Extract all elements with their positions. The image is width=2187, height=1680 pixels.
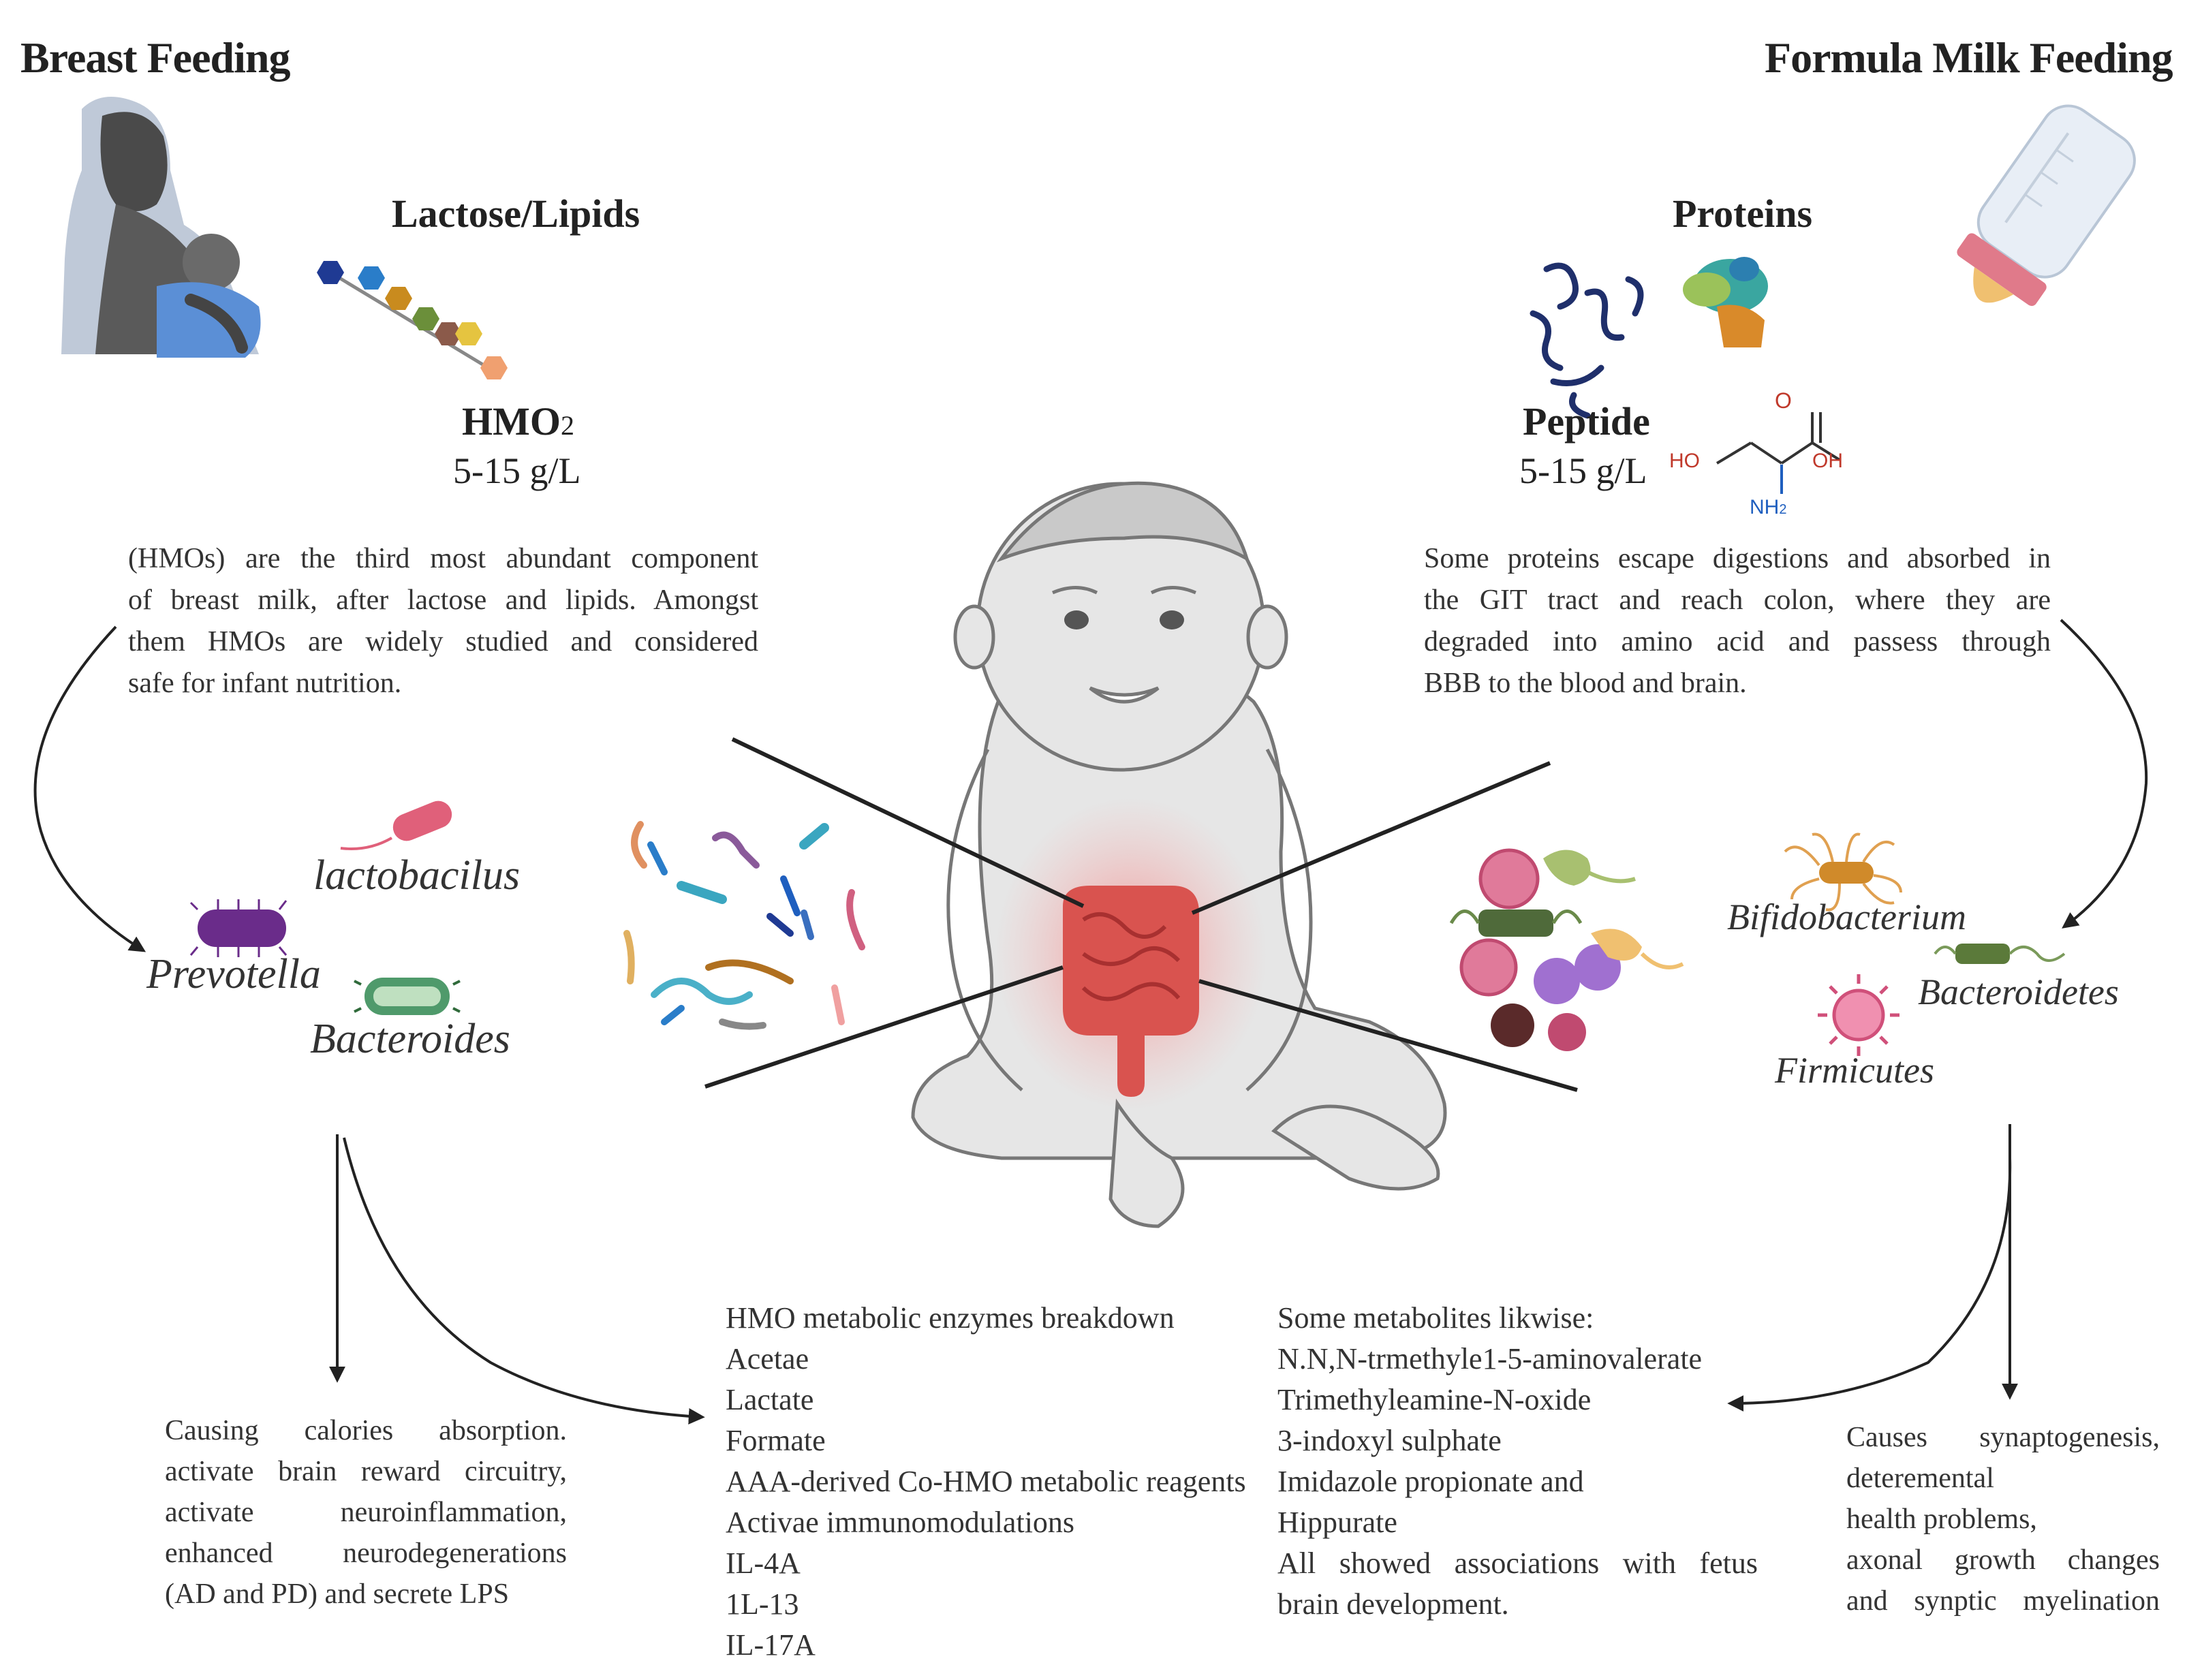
left-microbe-cluster-icon [623,821,865,1030]
peptide-icon [1530,262,1644,419]
hydroxyl-right-label: OH [1812,450,1843,472]
breastfeeding-effects: Causing calories absorption. activate br… [165,1415,567,1610]
hmo-label: HMO2 [462,399,574,444]
hmo-molecule-icon [317,261,508,379]
prevotella-label: Prevotella [146,951,321,997]
breast-feeding-title: Breast Feeding [20,33,290,82]
prevotella-icon [189,899,288,957]
bifidobacterium-icon [1784,833,1902,912]
lactobacilus-icon [340,800,452,850]
bacteroidetes-label: Bacteroidetes [1918,971,2119,1012]
hmo-metabolites-list: HMO metabolic enzymes breakdown Acetae L… [726,1301,1246,1662]
bacteroides-label: Bacteroides [310,1016,510,1062]
formula-feeding-effects: Causes synaptogenesis, deteremental heal… [1846,1422,2160,1617]
amino-acid-structure-icon [1716,412,1841,494]
breastfeeding-mother-icon [61,97,261,358]
protein-icon [1683,257,1768,347]
amine-label: NH2 [1750,496,1787,518]
protein-metabolites-list: Some metabolites likwise: N.N,N-trmethyl… [1277,1301,1758,1621]
firmicutes-icon [1818,974,1899,1056]
firmicutes-label: Firmicutes [1775,1050,1934,1091]
intestine-icon [995,797,1267,1110]
connector-lines [704,737,1578,1092]
bacteroidetes-icon [1934,944,2066,964]
hmo-concentration: 5-15 g/L [453,450,581,491]
hydroxyl-left-label: HO [1669,450,1700,472]
peptide-label: Peptide [1523,399,1650,444]
lactose-lipids-label: Lactose/Lipids [392,191,640,236]
formula-feeding-title: Formula Milk Feeding [1765,33,2173,82]
baby-bottle-icon [1957,104,2136,307]
protein-description: Some proteins escape digestions and abso… [1424,543,2051,699]
right-microbe-cluster-icon [1449,848,1684,1051]
proteins-label: Proteins [1673,191,1813,236]
bifidobacterium-label: Bifidobacterium [1727,897,1966,937]
oxygen-atom-label: O [1775,388,1792,413]
hmo-description: (HMOs) are the third most abundant compo… [128,543,758,699]
peptide-concentration: 5-15 g/L [1519,450,1647,491]
flow-arrows [33,619,2148,1425]
bacteroides-icon [354,978,461,1015]
lactobacilus-label: lactobacilus [313,852,521,899]
